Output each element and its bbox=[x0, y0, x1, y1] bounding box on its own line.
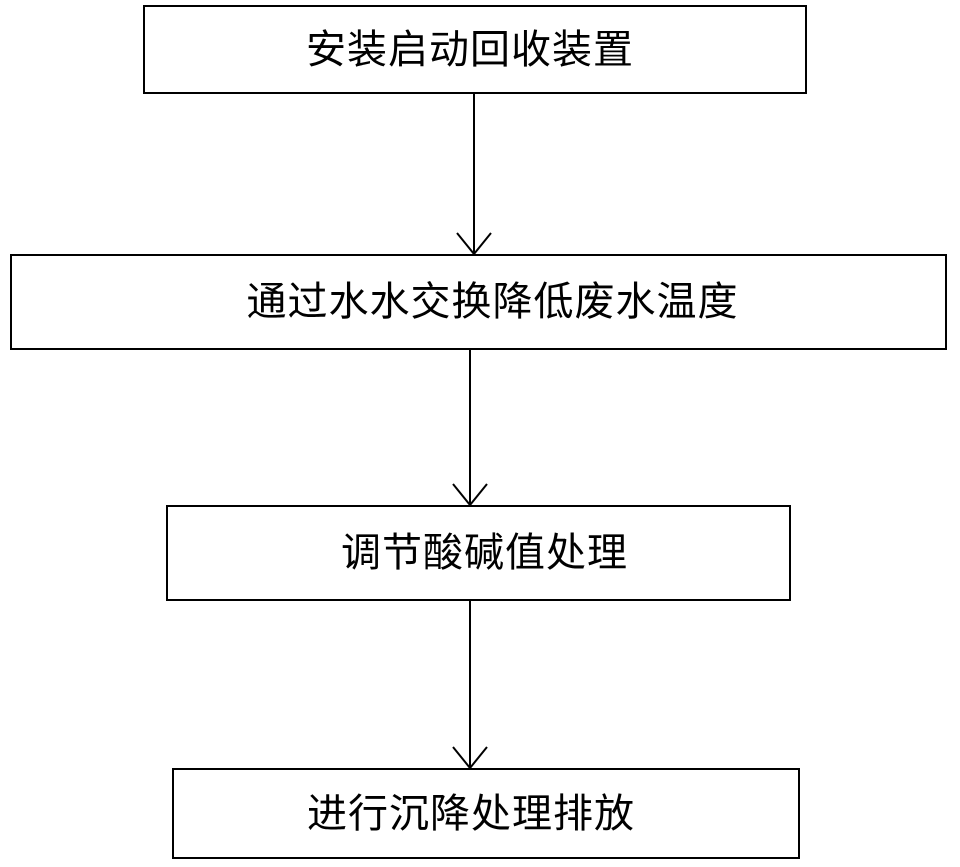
step-box-sedimentation-discharge: 进行沉降处理排放 bbox=[172, 768, 800, 859]
step-label-sedimentation-discharge: 进行沉降处理排放 bbox=[307, 790, 635, 837]
arrow-step1-to-step2 bbox=[456, 94, 492, 256]
arrow-step2-to-step3 bbox=[452, 350, 488, 507]
step-label-install-recovery-device: 安装启动回收装置 bbox=[306, 26, 634, 73]
step-box-ph-adjustment: 调节酸碱值处理 bbox=[166, 505, 791, 601]
arrow-step3-to-step4 bbox=[452, 601, 488, 770]
step-box-water-exchange-cooling: 通过水水交换降低废水温度 bbox=[10, 254, 947, 350]
step-box-install-recovery-device: 安装启动回收装置 bbox=[143, 5, 807, 94]
step-label-water-exchange-cooling: 通过水水交换降低废水温度 bbox=[246, 279, 739, 325]
step-label-ph-adjustment: 调节酸碱值处理 bbox=[341, 530, 628, 576]
